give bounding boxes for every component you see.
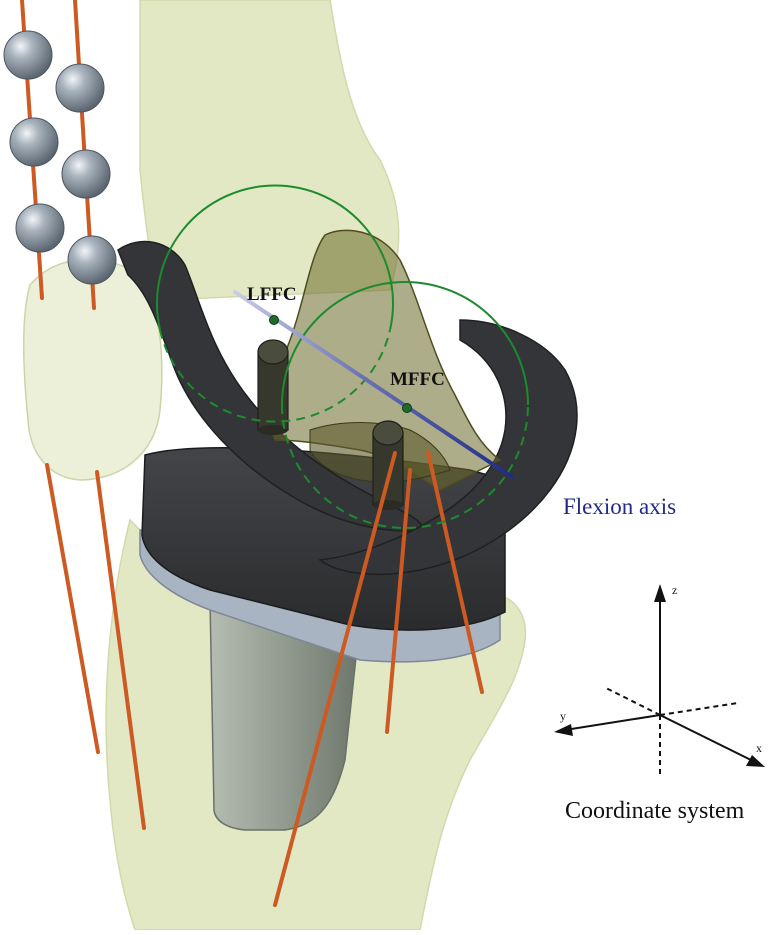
marker-sphere [3,30,53,80]
x-axis-label: x [756,741,762,755]
flexion-axis-line [233,290,514,479]
mffc-center-point [402,403,412,413]
marker-sphere [9,117,59,167]
mffc-label: MFFC [390,369,445,390]
lateral-condyle-circle [156,184,394,423]
y-axis-arrow [564,714,661,731]
y-axis-negative [659,702,739,716]
femoral-peg-lateral [257,339,289,435]
marker-spheres [3,30,117,285]
marker-sphere [61,149,111,199]
wire-tibia-1 [45,463,100,754]
y-axis-label: y [560,709,566,723]
x-axis-negative [605,687,661,716]
lffc-center-point [269,315,279,325]
femur-bone [139,0,400,301]
lffc-label: LFFC [247,284,297,305]
coordinate-system-label: Coordinate system [565,798,745,824]
marker-sphere [67,235,117,285]
wire-tibia-4 [385,468,412,734]
wire-tibia-2 [95,470,146,830]
medial-condyle-circle [281,281,529,529]
femoral-lateral-condyle [117,240,427,532]
z-axis-label: z [672,583,677,597]
femoral-peg-medial [372,420,404,510]
wire-tibia-5 [426,450,484,694]
marker-sphere [15,203,65,253]
coordinate-system [554,584,765,775]
femoral-medial-condyle [318,319,578,576]
marker-sphere [55,63,105,113]
wire-tibia-3 [273,451,397,907]
flexion-axis-label: Flexion axis [563,494,676,519]
tibial-stem [209,599,361,831]
x-axis-arrow [659,714,756,763]
